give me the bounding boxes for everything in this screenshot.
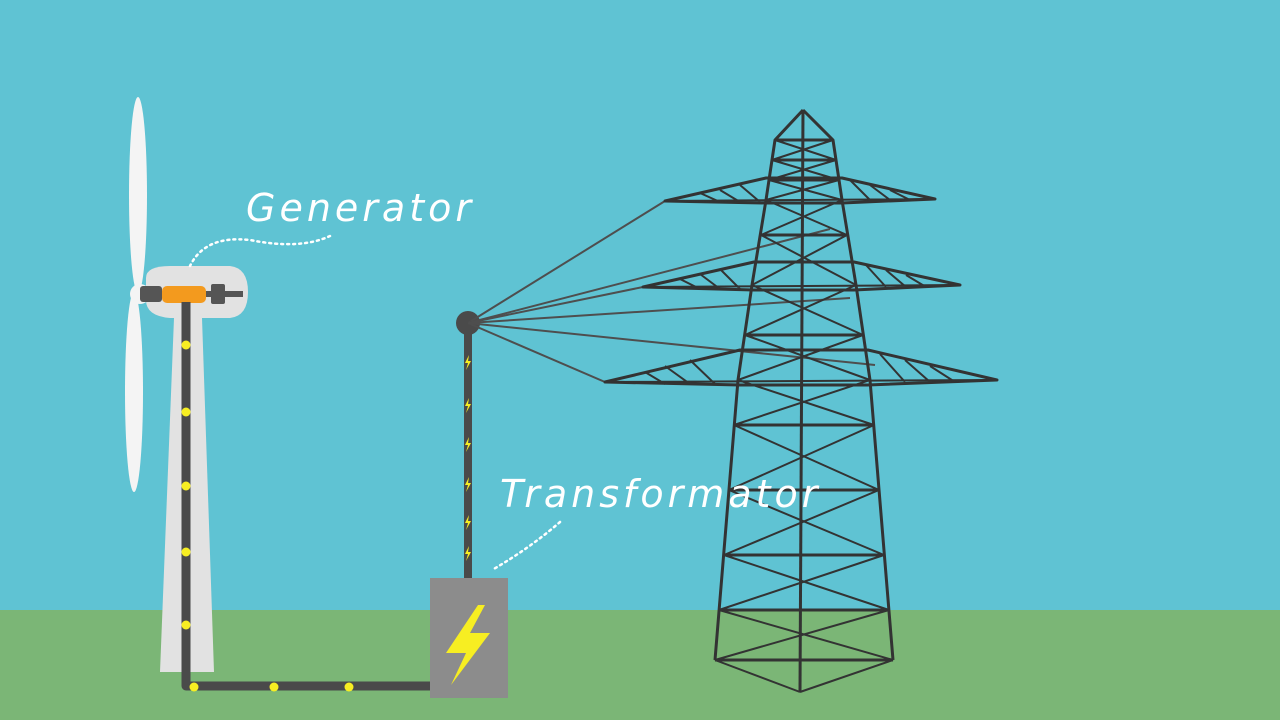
pylon-arm-lattice — [604, 353, 998, 385]
pylon-brace — [744, 284, 864, 336]
pylon-cross-bracing — [714, 139, 894, 693]
lightning-bolt-icon — [465, 477, 471, 492]
pylon-arm-lattice — [642, 264, 961, 290]
pylon-brace — [771, 139, 837, 161]
turbine-blade-bottom — [125, 292, 143, 492]
power-line — [467, 297, 851, 324]
pylon-brace — [714, 609, 894, 661]
pylon-arm-middle — [641, 260, 962, 292]
generator — [162, 286, 206, 303]
pylon-arm-bottom — [603, 348, 999, 387]
pylon-brace — [733, 379, 875, 426]
riser-lightning-markers — [465, 355, 471, 561]
pylon-brace — [737, 334, 871, 381]
pylon-brace — [765, 179, 843, 201]
rotor-shaft — [140, 286, 162, 302]
turbine-blade-top — [129, 97, 147, 293]
lightning-bolt-icon — [465, 437, 471, 452]
power-line — [467, 200, 666, 324]
power-line — [467, 228, 831, 324]
pylon-brace — [723, 489, 885, 556]
pylon-brace — [714, 659, 894, 693]
generator-coupling — [211, 284, 225, 304]
energy-dot — [269, 682, 279, 692]
pylon-brace — [718, 554, 890, 611]
pylon-brace — [751, 234, 857, 286]
pylon-leg-left — [713, 108, 805, 661]
pylon-arm-top — [663, 176, 937, 205]
transformer-leader-line — [490, 520, 562, 572]
energy-flow-dots — [181, 340, 354, 692]
lightning-bolt-icon — [465, 355, 471, 370]
pylon-brace — [728, 424, 880, 491]
lightning-bolt-icon — [465, 546, 471, 561]
lightning-bolt-icon — [446, 605, 490, 685]
pylon-arm-lattice — [664, 179, 936, 203]
pylon-horizontals — [715, 158, 893, 662]
energy-dot — [181, 547, 191, 557]
generator-label: Generator — [246, 186, 475, 230]
energy-dot — [344, 682, 354, 692]
generator-leader-line — [188, 234, 332, 268]
power-line — [467, 286, 644, 324]
energy-dot — [189, 682, 199, 692]
power-line — [467, 322, 606, 383]
transformer-label: Transformator — [500, 472, 822, 516]
pylon-brace — [760, 199, 848, 236]
transmission-pylon — [603, 108, 999, 693]
energy-dot — [181, 481, 191, 491]
energy-dot — [181, 340, 191, 350]
energy-dot — [181, 407, 191, 417]
lightning-bolt-icon — [465, 398, 471, 413]
energy-dot — [181, 620, 191, 630]
lightning-bolt-icon — [465, 515, 471, 530]
pylon-leg-right — [801, 108, 895, 661]
